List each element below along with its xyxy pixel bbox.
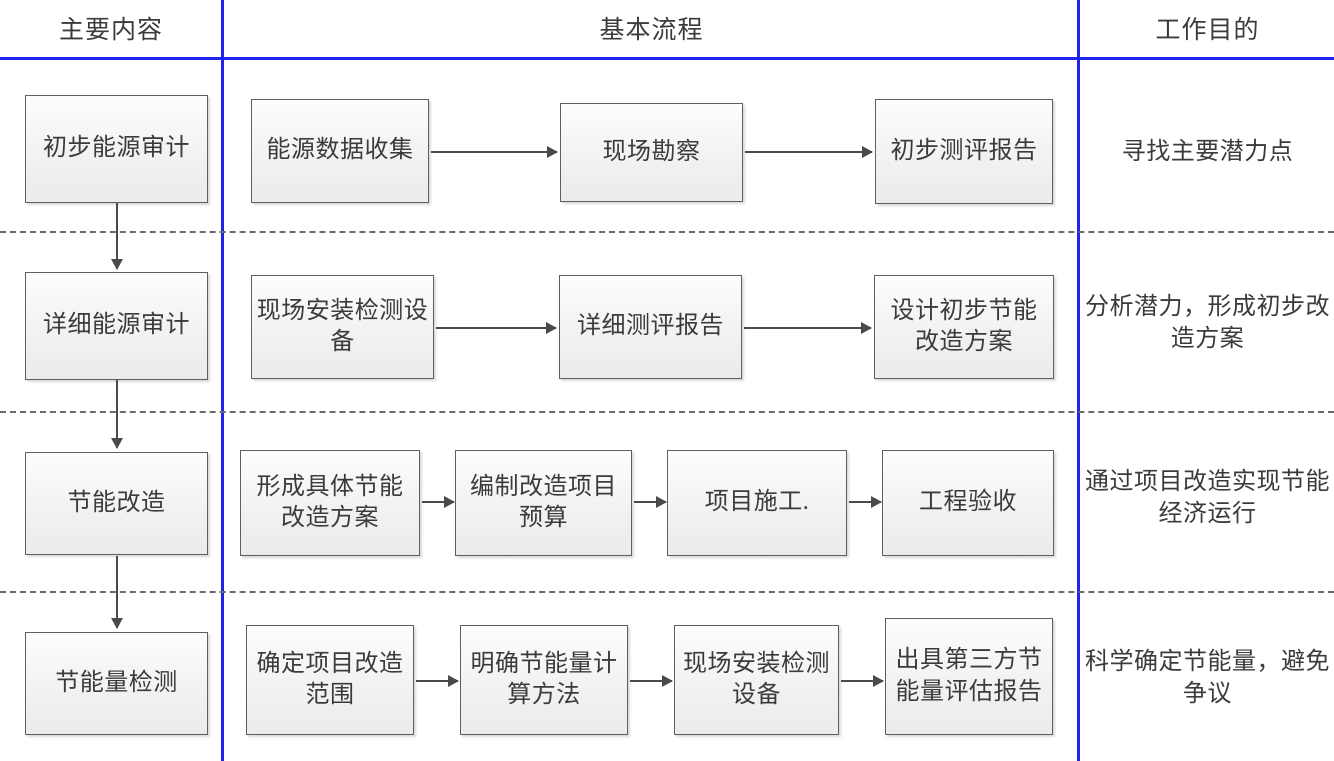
stage-box-row1-label: 初步能源审计 bbox=[43, 135, 190, 162]
arrow-r2-2 bbox=[744, 322, 872, 334]
step-box-r2c3-label: 设计初步节能改造方案 bbox=[890, 297, 1038, 355]
step-box-r3c1-label: 形成具体节能改造方案 bbox=[256, 473, 404, 531]
step-box-r2c1[interactable]: 现场安装检测设备 bbox=[251, 275, 434, 379]
step-box-r4c1-label: 确定项目改造范围 bbox=[256, 650, 404, 708]
step-box-r1c3-label: 初步测评报告 bbox=[890, 137, 1038, 164]
arrow-r4-1 bbox=[416, 675, 459, 687]
step-box-r3c4-label: 工程验收 bbox=[919, 489, 1017, 516]
step-box-r4c4-label: 出具第三方节能量评估报告 bbox=[895, 647, 1043, 705]
stage-box-row2-label: 详细能源审计 bbox=[43, 312, 190, 339]
step-box-r2c2-label: 详细测评报告 bbox=[577, 313, 724, 340]
step-box-r1c3[interactable]: 初步测评报告 bbox=[875, 99, 1053, 204]
step-box-r4c4[interactable]: 出具第三方节能量评估报告 bbox=[885, 618, 1053, 735]
stage-arrow-2to3 bbox=[111, 380, 123, 449]
step-box-r4c1[interactable]: 确定项目改造范围 bbox=[246, 625, 414, 735]
arrow-r3-3 bbox=[849, 496, 882, 508]
column-divider-right bbox=[1077, 0, 1080, 761]
column-header-main-content: 主要内容 bbox=[58, 17, 163, 44]
stage-box-row3[interactable]: 节能改造 bbox=[25, 452, 208, 555]
step-box-r3c3[interactable]: 项目施工. bbox=[667, 450, 847, 556]
column-divider-left bbox=[221, 0, 224, 761]
step-box-r3c4[interactable]: 工程验收 bbox=[882, 450, 1054, 556]
arrow-r1-2 bbox=[745, 146, 873, 158]
step-box-r4c2[interactable]: 明确节能量计算方法 bbox=[460, 625, 628, 735]
stage-box-row2[interactable]: 详细能源审计 bbox=[25, 272, 208, 380]
step-box-r2c3[interactable]: 设计初步节能改造方案 bbox=[874, 275, 1054, 379]
step-box-r4c3-label: 现场安装检测设备 bbox=[683, 650, 830, 708]
arrow-r3-1 bbox=[422, 496, 455, 508]
stage-box-row4[interactable]: 节能量检测 bbox=[25, 632, 208, 735]
step-box-r4c3[interactable]: 现场安装检测设备 bbox=[674, 625, 839, 735]
step-box-r1c2-label: 现场勘察 bbox=[602, 138, 701, 165]
step-box-r1c1[interactable]: 能源数据收集 bbox=[251, 99, 429, 203]
row-separator-1 bbox=[0, 231, 1334, 233]
stage-arrow-3to4 bbox=[111, 556, 123, 629]
purpose-text-row4: 科学确定节能量，避免争议 bbox=[1085, 649, 1330, 708]
purpose-text-row1: 寻找主要潜力点 bbox=[1121, 139, 1294, 165]
row-separator-2 bbox=[0, 411, 1334, 413]
arrow-r4-2 bbox=[630, 675, 673, 687]
step-box-r3c2[interactable]: 编制改造项目预算 bbox=[455, 450, 632, 556]
stage-box-row3-label: 节能改造 bbox=[67, 489, 166, 516]
step-box-r1c2[interactable]: 现场勘察 bbox=[560, 103, 743, 202]
column-header-work-purpose: 工作目的 bbox=[1155, 17, 1260, 44]
step-box-r3c1[interactable]: 形成具体节能改造方案 bbox=[240, 450, 420, 556]
step-box-r1c1-label: 能源数据收集 bbox=[266, 137, 414, 164]
step-box-r3c3-label: 项目施工. bbox=[704, 489, 810, 516]
step-box-r4c2-label: 明确节能量计算方法 bbox=[470, 650, 618, 708]
purpose-text-row2: 分析潜力，形成初步改造方案 bbox=[1085, 294, 1330, 353]
arrow-r1-1 bbox=[431, 146, 558, 158]
arrow-r3-2 bbox=[634, 496, 667, 508]
stage-arrow-1to2 bbox=[111, 203, 123, 270]
stage-box-row4-label: 节能量检测 bbox=[55, 669, 178, 696]
step-box-r3c2-label: 编制改造项目预算 bbox=[470, 473, 617, 531]
header-divider-line bbox=[0, 57, 1334, 60]
arrow-r4-3 bbox=[841, 675, 884, 687]
step-box-r2c1-label: 现场安装检测设备 bbox=[256, 297, 429, 355]
arrow-r2-1 bbox=[436, 322, 557, 334]
step-box-r2c2[interactable]: 详细测评报告 bbox=[559, 275, 742, 379]
column-header-basic-process: 基本流程 bbox=[599, 17, 704, 44]
purpose-text-row3: 通过项目改造实现节能经济运行 bbox=[1085, 469, 1330, 528]
stage-box-row1[interactable]: 初步能源审计 bbox=[25, 95, 208, 203]
row-separator-3 bbox=[0, 591, 1334, 593]
